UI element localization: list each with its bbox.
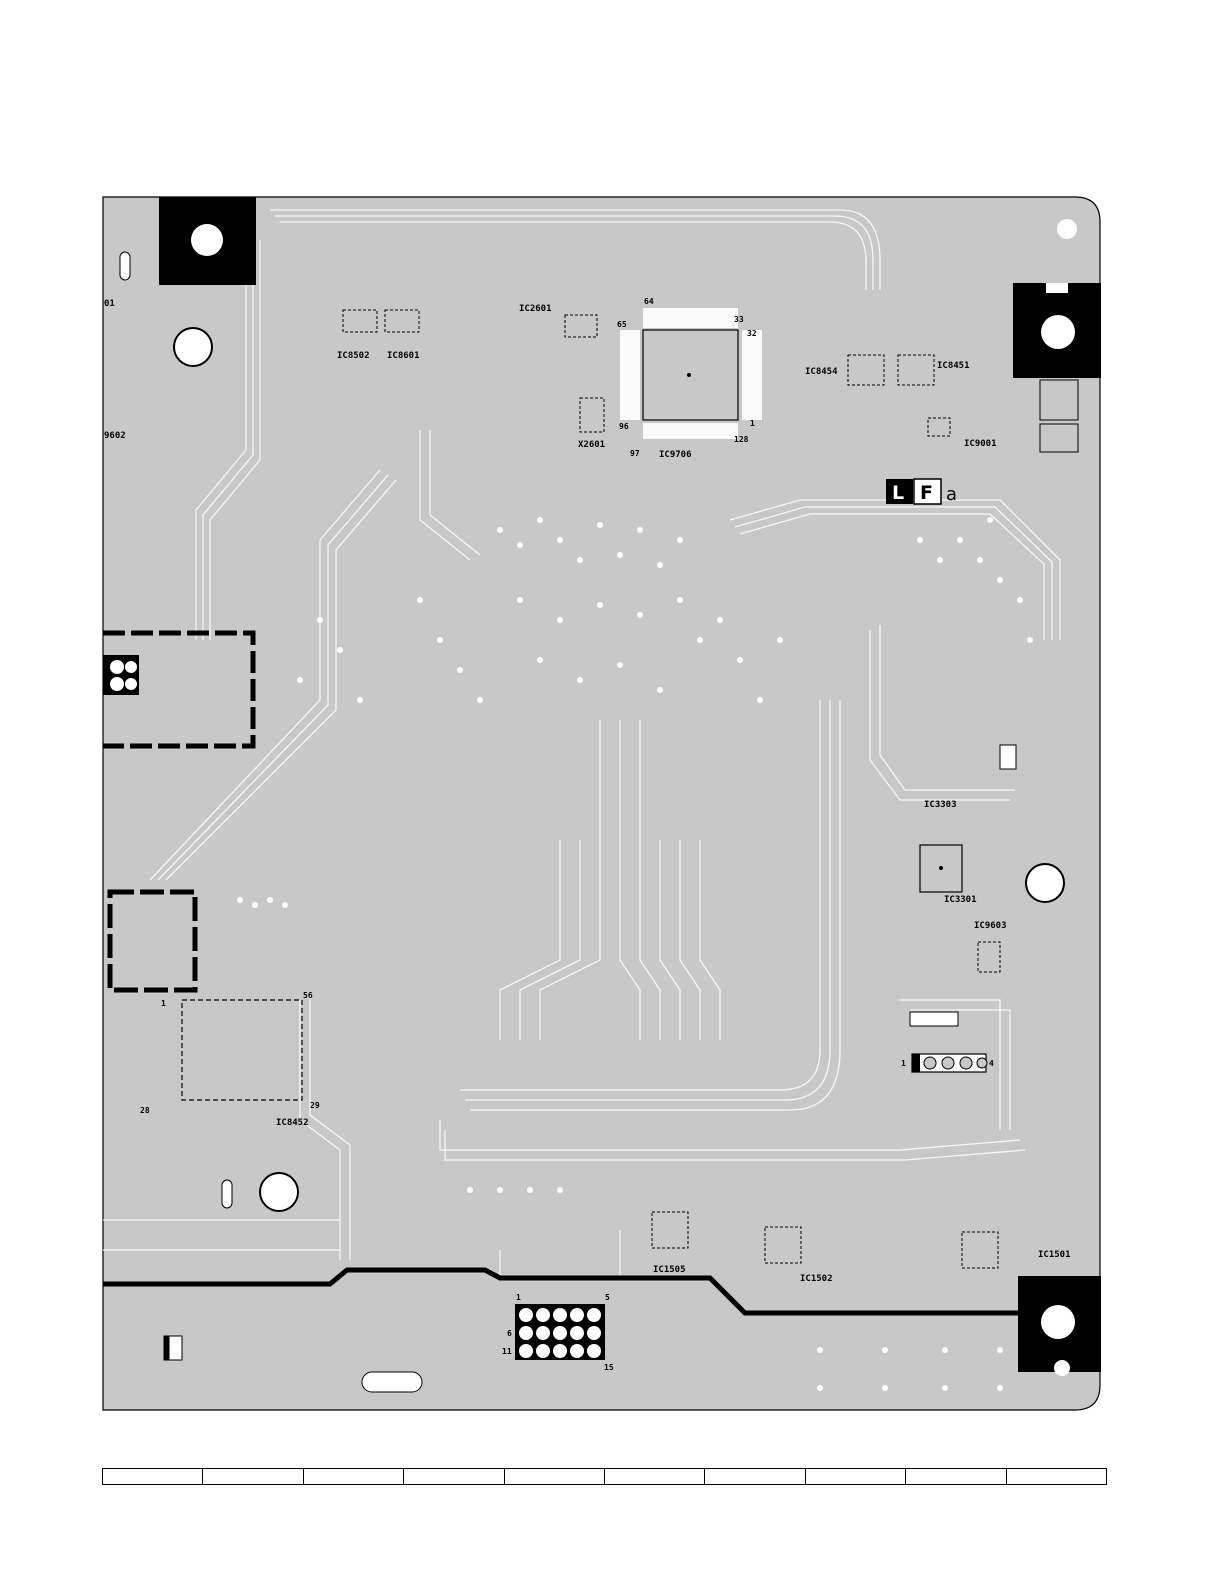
pin-ic8452-29: 29 (310, 1101, 320, 1110)
pin-connector-5: 5 (605, 1293, 610, 1302)
label-x2601: X2601 (578, 440, 605, 450)
label-ic1505: IC1505 (653, 1265, 686, 1275)
footer-frame-table (102, 1468, 1107, 1485)
connector-15pin (515, 1304, 605, 1360)
pin-ic9706-1: 1 (750, 419, 755, 428)
label-ic8502: IC8502 (337, 351, 370, 361)
label-ic9001: IC9001 (964, 439, 997, 449)
label-ic8452: IC8452 (276, 1118, 309, 1128)
pin-connector-6: 6 (507, 1329, 512, 1338)
pin-connector-11: 11 (502, 1347, 512, 1356)
pin-connector-1: 1 (516, 1293, 521, 1302)
footer-cell (806, 1469, 906, 1484)
footer-cell (505, 1469, 605, 1484)
pin-header-1: 1 (901, 1059, 906, 1068)
badge-letter-f: F (920, 482, 933, 504)
footer-cell (705, 1469, 805, 1484)
footer-cell (203, 1469, 303, 1484)
pin-ic9706-128: 128 (734, 435, 749, 444)
label-ic8454: IC8454 (805, 367, 838, 377)
header-4pin (912, 1054, 987, 1072)
footer-cell (1007, 1469, 1106, 1484)
pin-ic9706-32: 32 (747, 329, 757, 338)
pin-ic9706-96: 96 (619, 422, 629, 431)
label-ic9706: IC9706 (659, 450, 692, 460)
pin-ic9706-97: 97 (630, 449, 640, 458)
label-ic3303: IC3303 (924, 800, 957, 810)
pin-ic8452-56: 56 (303, 991, 313, 1000)
footer-cell (404, 1469, 504, 1484)
pin-ic9706-64: 64 (644, 297, 654, 306)
label-ic8601: IC8601 (387, 351, 420, 361)
pin-ic8452-1: 1 (161, 999, 166, 1008)
pin-header-4: 4 (989, 1059, 994, 1068)
pin-ic9706-65: 65 (617, 320, 627, 329)
pin-ic9706-33: 33 (734, 315, 744, 324)
label-ic8451: IC8451 (937, 361, 970, 371)
label-ic1502: IC1502 (800, 1274, 833, 1284)
pin-ic8452-28: 28 (140, 1106, 150, 1115)
footer-cell (304, 1469, 404, 1484)
label-ic9603: IC9603 (974, 921, 1007, 931)
badge-suffix: a (946, 484, 957, 505)
label-ic1501: IC1501 (1038, 1250, 1071, 1260)
label-ic2601: IC2601 (519, 304, 552, 314)
label-ic01: 01 (104, 299, 115, 309)
label-ic9602: 9602 (104, 431, 126, 441)
footer-cell (906, 1469, 1006, 1484)
footer-cell (605, 1469, 705, 1484)
footer-cell (103, 1469, 203, 1484)
left-connector (103, 655, 139, 695)
label-ic3301: IC3301 (944, 895, 977, 905)
badge-letter-l: L (892, 482, 904, 504)
pin-connector-15: 15 (604, 1363, 614, 1372)
